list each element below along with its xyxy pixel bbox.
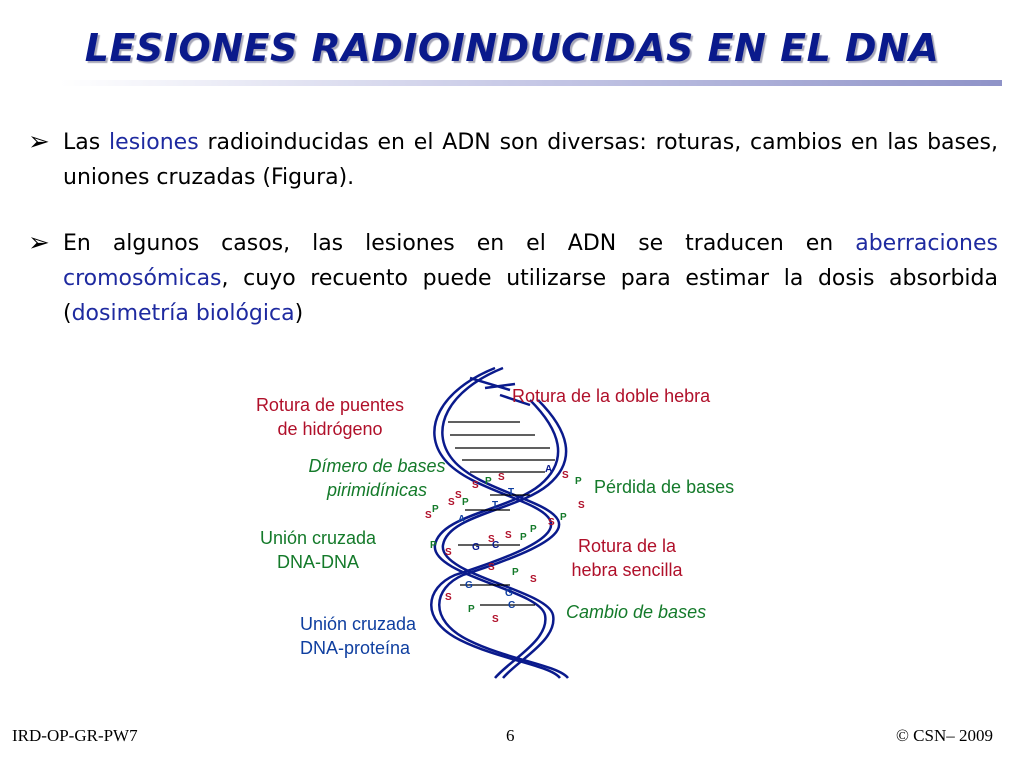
label-union-proteina-line1: Unión cruzada: [300, 614, 417, 634]
strand-letter: P: [520, 532, 527, 543]
bullet-1: ➢ Las lesiones radioinducidas en el ADN …: [28, 125, 998, 195]
bullet-2-mid: , cuyo recuento puede utilizarse para es…: [63, 266, 998, 326]
helix-strand-a-outer: [430, 366, 561, 679]
strand-letter: P: [430, 540, 437, 551]
label-rotura-sencilla-line2: hebra sencilla: [571, 560, 683, 580]
strand-letter: S: [472, 480, 479, 491]
strand-letter: P: [468, 604, 475, 615]
strand-letter: T: [492, 500, 498, 511]
label-cambio: Cambio de bases: [566, 602, 707, 622]
bullet-1-pre: Las: [63, 130, 110, 155]
strand-letter: S: [492, 614, 499, 625]
label-union-proteina: Unión cruzada DNA-proteína: [300, 612, 448, 660]
label-rotura-sencilla: Rotura de la hebra sencilla: [552, 534, 702, 582]
label-dimero-line2: pirimidínicas: [326, 480, 428, 500]
arrow-bullet-icon: ➢: [28, 228, 50, 258]
strand-letter: P: [512, 567, 519, 578]
helix-strand-a-inner: [438, 366, 569, 679]
strand-letter: C: [508, 600, 515, 611]
strand-letter: P: [560, 512, 567, 523]
strand-letter: S: [425, 510, 432, 521]
bullet-2-highlight-1: aberraciones cromosómicas: [63, 231, 998, 291]
label-dimero: Dímero de bases pirimidínicas: [296, 454, 458, 502]
strand-letter: P: [432, 504, 439, 515]
strand-letter: T: [508, 487, 514, 498]
strand-letter: S: [448, 497, 455, 508]
title-underline: [60, 80, 1002, 86]
bullet-2-highlight-2: dosimetría biológica: [71, 301, 295, 326]
bullet-2-pre: En algunos casos, las lesiones en el ADN…: [63, 231, 856, 256]
strand-letter: S: [498, 472, 505, 483]
footer-code: IRD-OP-GR-PW7: [12, 726, 138, 745]
label-rotura-puentes: Rotura de puentes de hidrógeno: [232, 393, 428, 441]
strand-letter: P: [485, 476, 492, 487]
bullet-2-post: ): [294, 301, 304, 326]
helix-strands: [430, 366, 569, 679]
strand-letter: G: [465, 580, 473, 591]
label-rotura-puentes-line1: Rotura de puentes: [255, 395, 405, 415]
strand-letter: S: [505, 530, 512, 541]
strand-letter: C: [492, 540, 499, 551]
bullet-2: ➢ En algunos casos, las lesiones en el A…: [28, 226, 998, 331]
strand-letter: S: [578, 500, 585, 511]
label-union-dna-line1: Unión cruzada: [259, 528, 377, 548]
slide-title: LESIONES RADIOINDUCIDAS EN EL DNA: [84, 26, 940, 70]
strand-letter: S: [562, 470, 569, 481]
label-rotura-puentes-line2: de hidrógeno: [277, 419, 383, 439]
strand-letter: G: [472, 542, 480, 553]
label-union-proteina-line2: DNA-proteína: [300, 638, 411, 658]
helix-strand-b-inner: [441, 399, 568, 679]
strand-letter: P: [462, 497, 469, 508]
helix-broken-ends: [469, 376, 531, 407]
strand-letter: P: [575, 476, 582, 487]
helix-strand-b-outer: [433, 399, 560, 679]
label-dimero-line1: Dímero de bases: [308, 456, 446, 476]
strand-letter: G: [505, 588, 513, 599]
strand-letter: S: [488, 534, 495, 545]
footer-copyright: © CSN– 2009: [896, 726, 993, 745]
strand-letter: S: [445, 547, 452, 558]
bullet-1-text: Las lesiones radioinducidas en el ADN so…: [63, 125, 998, 195]
strand-letter: S: [455, 490, 462, 501]
strand-letter: A: [458, 514, 465, 525]
bullet-2-text: En algunos casos, las lesiones en el ADN…: [63, 226, 998, 331]
bullet-1-highlight: lesiones: [109, 130, 199, 155]
bullet-1-post: radioinducidas en el ADN son diversas: r…: [63, 130, 998, 190]
base-pair-rungs: [448, 421, 555, 606]
page-number: 6: [506, 726, 515, 745]
strand-letter: S: [488, 562, 495, 573]
label-rotura-doble: Rotura de la doble hebra: [512, 386, 711, 406]
strand-letter: S: [445, 592, 452, 603]
label-perdida: Pérdida de bases: [594, 477, 735, 497]
label-union-dna-line2: DNA-DNA: [276, 552, 359, 572]
strand-letter: S: [530, 574, 537, 585]
label-rotura-sencilla-line1: Rotura de la: [577, 536, 677, 556]
arrow-bullet-icon: ➢: [28, 127, 50, 157]
strand-letter: A: [545, 464, 552, 475]
strand-letter: S: [548, 517, 555, 528]
label-union-dna: Unión cruzada DNA-DNA: [238, 526, 398, 574]
strand-letter: P: [530, 524, 537, 535]
